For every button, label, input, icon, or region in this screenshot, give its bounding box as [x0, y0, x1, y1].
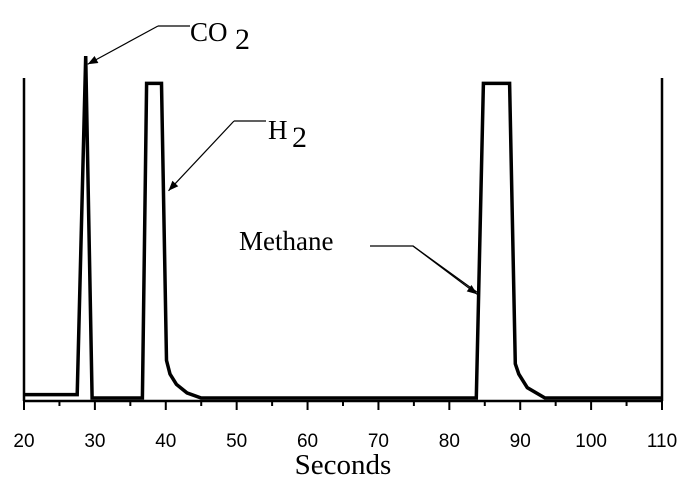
x-tick-label: 70 [368, 431, 389, 452]
annotation-label: H [268, 115, 288, 145]
chromatogram-trace [24, 55, 662, 400]
x-tick-label: 90 [510, 431, 531, 452]
annotation-arrowhead [168, 180, 179, 191]
x-tick-label: 40 [155, 431, 176, 452]
annotation-pointer-line [87, 25, 159, 65]
annotation-subscript: 2 [292, 121, 307, 154]
x-tick-label: 30 [84, 431, 105, 452]
annotation-pointer-line [168, 120, 235, 192]
x-axis-tick-labels: 20 30 40 50 60 70 80 90 100 110 [13, 431, 677, 452]
x-tick-label: 100 [575, 431, 607, 452]
annotation-subscript: 2 [235, 23, 250, 56]
annotation-label: Methane [239, 226, 333, 256]
x-tick-label: 80 [439, 431, 460, 452]
annotation-arrowhead [466, 285, 478, 295]
x-tick-label: 20 [13, 431, 34, 452]
x-axis-ticks [23, 401, 663, 410]
x-tick-label: 110 [647, 431, 677, 452]
annotation-label: CO [190, 17, 228, 47]
x-axis-title: Seconds [295, 449, 392, 479]
annotation-leader-line [370, 245, 478, 293]
annotation-pointer-line [412, 245, 478, 295]
x-tick-label: 60 [297, 431, 318, 452]
annotation-arrowhead [87, 55, 99, 65]
x-tick-label: 50 [226, 431, 247, 452]
